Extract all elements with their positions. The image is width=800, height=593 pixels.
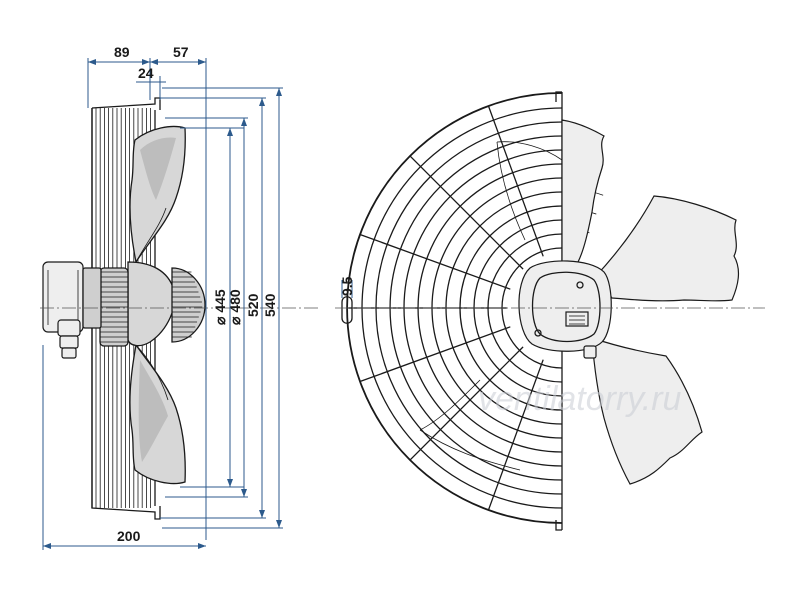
arrow-head xyxy=(150,59,158,65)
guard-spoke xyxy=(409,346,524,461)
label-plate-icon xyxy=(565,311,589,327)
dimension-arrows xyxy=(43,59,282,549)
watermark: ventilatorry.ru xyxy=(478,380,682,418)
motor-rotor xyxy=(99,267,206,347)
front-blade-bottom xyxy=(591,337,703,485)
guard-spoke xyxy=(359,233,511,290)
front-blade-left-partial xyxy=(419,141,563,471)
front-blade-right xyxy=(595,195,740,302)
arrow-head xyxy=(241,489,247,497)
arrow-head xyxy=(259,98,265,106)
mounting-ear xyxy=(341,296,353,324)
lower-blade-side xyxy=(129,343,186,485)
arrow-head xyxy=(276,520,282,528)
motor-hub-front xyxy=(518,260,612,359)
middle-blade-side xyxy=(127,261,176,347)
arrow-head xyxy=(276,88,282,96)
rotor-fins xyxy=(172,271,203,338)
rotor-fins-left xyxy=(100,271,128,343)
dim-89-label: 89 xyxy=(114,44,130,60)
arrow-head xyxy=(259,510,265,518)
dim-480-label: ⌀ 480 xyxy=(227,289,243,325)
cable-gland-icon xyxy=(583,345,597,359)
side-view: 89 57 24 200 ⌀ 445 ⌀ 480 520 540 xyxy=(40,44,320,550)
guard-spoke xyxy=(409,155,524,270)
side-dimensions xyxy=(42,58,283,550)
dim-24-label: 24 xyxy=(138,65,154,81)
arrow-head xyxy=(227,128,233,136)
dim-200-label: 200 xyxy=(117,528,141,544)
upper-blade-side xyxy=(129,125,186,264)
terminal-box xyxy=(42,261,102,359)
front-view: 9.5 ventilatorry.ru xyxy=(335,91,765,531)
guard-spoke xyxy=(487,105,544,257)
dim-540-label: 540 xyxy=(262,293,278,317)
arrow-head xyxy=(88,59,96,65)
arrow-head xyxy=(142,59,150,65)
dim-57-label: 57 xyxy=(173,44,189,60)
dim-445-label: ⌀ 445 xyxy=(212,289,228,325)
arrow-head xyxy=(198,59,206,65)
guard-spoke xyxy=(487,359,544,511)
mounting-tabs xyxy=(555,91,562,531)
guard-spoke xyxy=(359,326,511,383)
dim-9-5-label: 9.5 xyxy=(339,276,355,296)
front-blade-top xyxy=(561,119,605,265)
arrow-head xyxy=(241,118,247,126)
arrow-head xyxy=(198,543,206,549)
arrow-head xyxy=(227,479,233,487)
arrow-head xyxy=(43,543,51,549)
dim-520-label: 520 xyxy=(245,293,261,317)
